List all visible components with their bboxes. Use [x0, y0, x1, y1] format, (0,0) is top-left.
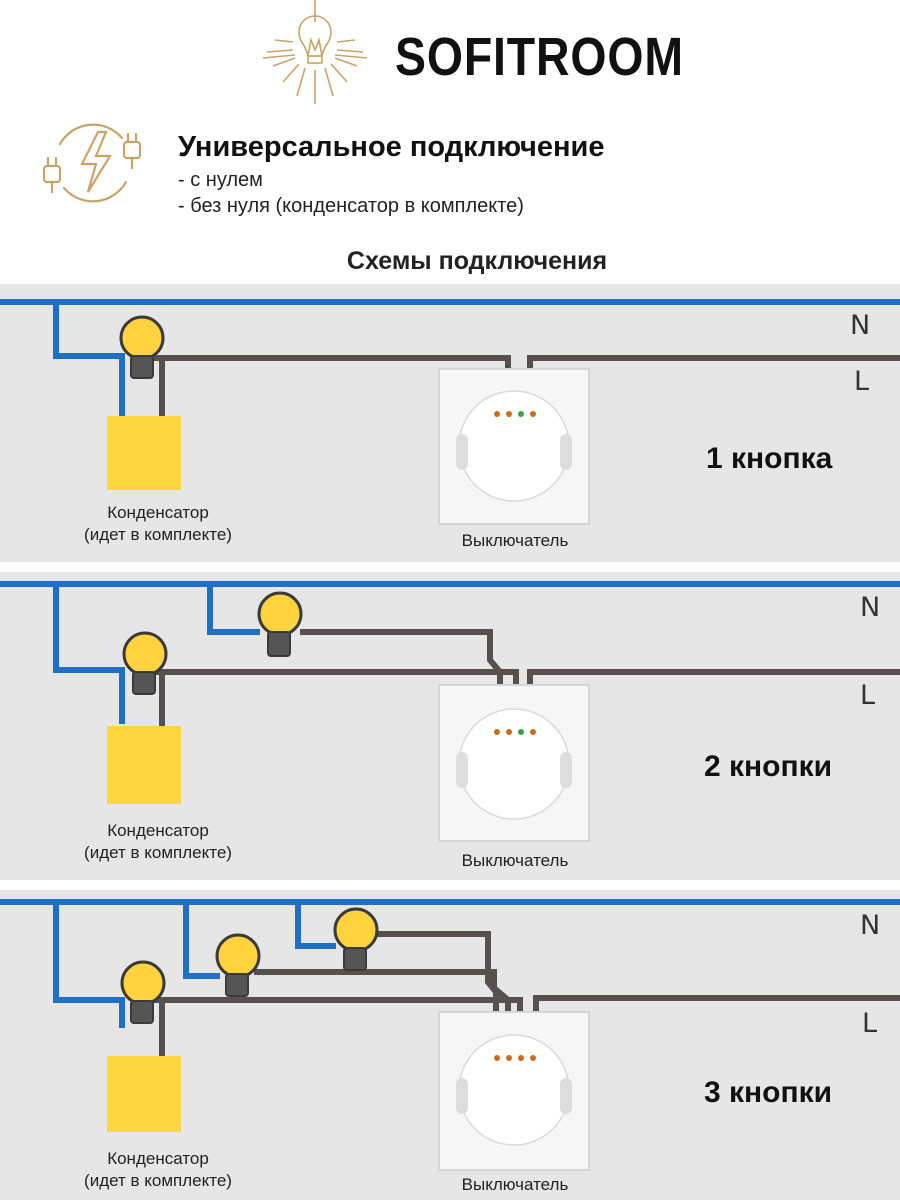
scheme-panel-3: N L 3 кнопки Конденсатор (идет в комплек… — [0, 890, 900, 1200]
neutral-label: N — [850, 310, 871, 341]
scheme-1-diagram — [0, 299, 900, 525]
option-with-neutral: - с нулем — [178, 169, 263, 191]
neutral-drop-2 — [207, 584, 260, 635]
scheme-caption: 1 кнопка — [706, 442, 833, 475]
lamp-3 — [333, 907, 379, 971]
capacitor — [107, 726, 181, 804]
lamp-3-feed — [372, 931, 499, 1038]
switch — [438, 1011, 590, 1171]
line-label: L — [860, 680, 876, 711]
lamp-1 — [119, 315, 165, 379]
line-label: L — [862, 1008, 878, 1039]
line-label: L — [854, 366, 870, 397]
brand-name: SOFITROOM — [395, 27, 684, 87]
capacitor-note: (идет в комплекте) — [84, 843, 232, 862]
neutral-drop-3 — [295, 902, 336, 949]
capacitor-note: (идет в комплекте) — [84, 1171, 232, 1190]
switch-label: Выключатель — [461, 851, 569, 870]
capacitor — [107, 1056, 181, 1132]
capacitor-label: Конденсатор (идет в комплекте) — [48, 820, 268, 864]
universal-connection-icon — [42, 123, 142, 203]
lamp-2 — [215, 933, 261, 997]
capacitor-title: Конденсатор — [107, 503, 209, 522]
capacitor — [107, 416, 181, 490]
neutral-drop-1 — [53, 584, 125, 724]
switch-label: Выключатель — [461, 1175, 569, 1194]
line-wire — [533, 995, 900, 1038]
lamp-1 — [120, 960, 166, 1024]
switch-label: Выключатель — [461, 531, 569, 550]
neutral-drop-1 — [53, 902, 125, 1028]
capacitor-label: Конденсатор (идет в комплекте) — [48, 502, 268, 546]
scheme-2-diagram — [0, 581, 900, 842]
headline: Универсальное подключение — [178, 131, 605, 163]
switch — [438, 368, 590, 525]
scheme-panel-2: N L 2 кнопки Конденсатор (идет в комплек… — [0, 572, 900, 880]
scheme-caption: 3 кнопки — [704, 1076, 833, 1109]
neutral-label: N — [860, 592, 881, 623]
section-title: Схемы подключения — [346, 247, 608, 275]
switch — [438, 684, 590, 842]
lamp-2 — [257, 591, 303, 657]
capacitor-label: Конденсатор (идет в комплекте) — [48, 1148, 268, 1192]
neutral-drop-2 — [183, 902, 220, 979]
neutral-drop — [53, 302, 125, 416]
scheme-caption: 2 кнопки — [704, 750, 833, 783]
neutral-label: N — [860, 910, 881, 941]
lamp-1 — [122, 631, 168, 695]
option-without-neutral: - без нуля (конденсатор в комплекте) — [178, 195, 524, 217]
capacitor-title: Конденсатор — [107, 1149, 209, 1168]
brand-lamp-icon — [262, 0, 368, 104]
capacitor-title: Конденсатор — [107, 821, 209, 840]
capacitor-note: (идет в комплекте) — [84, 525, 232, 544]
scheme-panel-1: N L 1 кнопка Конденсатор (идет в комплек… — [0, 284, 900, 562]
scheme-3-diagram — [0, 899, 900, 1171]
